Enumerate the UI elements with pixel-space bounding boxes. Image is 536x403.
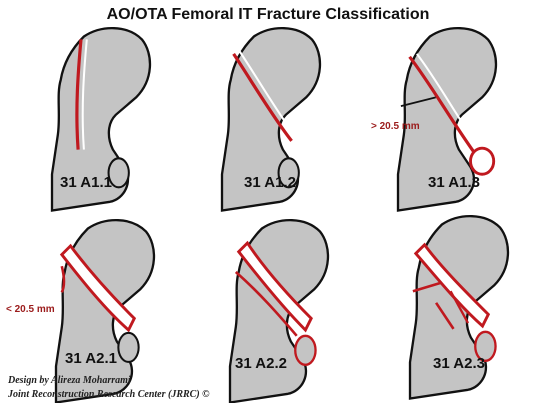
credit-designer: Design by Alireza Moharrami bbox=[8, 375, 131, 386]
label-a2-1: 31 A2.1 bbox=[65, 350, 117, 367]
lesser-trochanter-a2-2 bbox=[295, 336, 315, 365]
label-a1-1: 31 A1.1 bbox=[60, 174, 112, 191]
label-a1-3: 31 A1.3 bbox=[428, 174, 480, 191]
label-a1-2: 31 A1.2 bbox=[244, 174, 296, 191]
credit-organization: Joint Reconstruction Research Center (JR… bbox=[8, 389, 210, 400]
lesser-trochanter-a1-3 bbox=[471, 148, 494, 174]
measurement-a1-3: > 20.5 mm bbox=[371, 121, 420, 132]
femur-a2-2 bbox=[230, 220, 328, 402]
label-a2-3: 31 A2.3 bbox=[433, 355, 485, 372]
measurement-a2-1: < 20.5 mm bbox=[6, 304, 55, 315]
lesser-trochanter-a2-1 bbox=[118, 333, 138, 362]
label-a2-2: 31 A2.2 bbox=[235, 355, 287, 372]
